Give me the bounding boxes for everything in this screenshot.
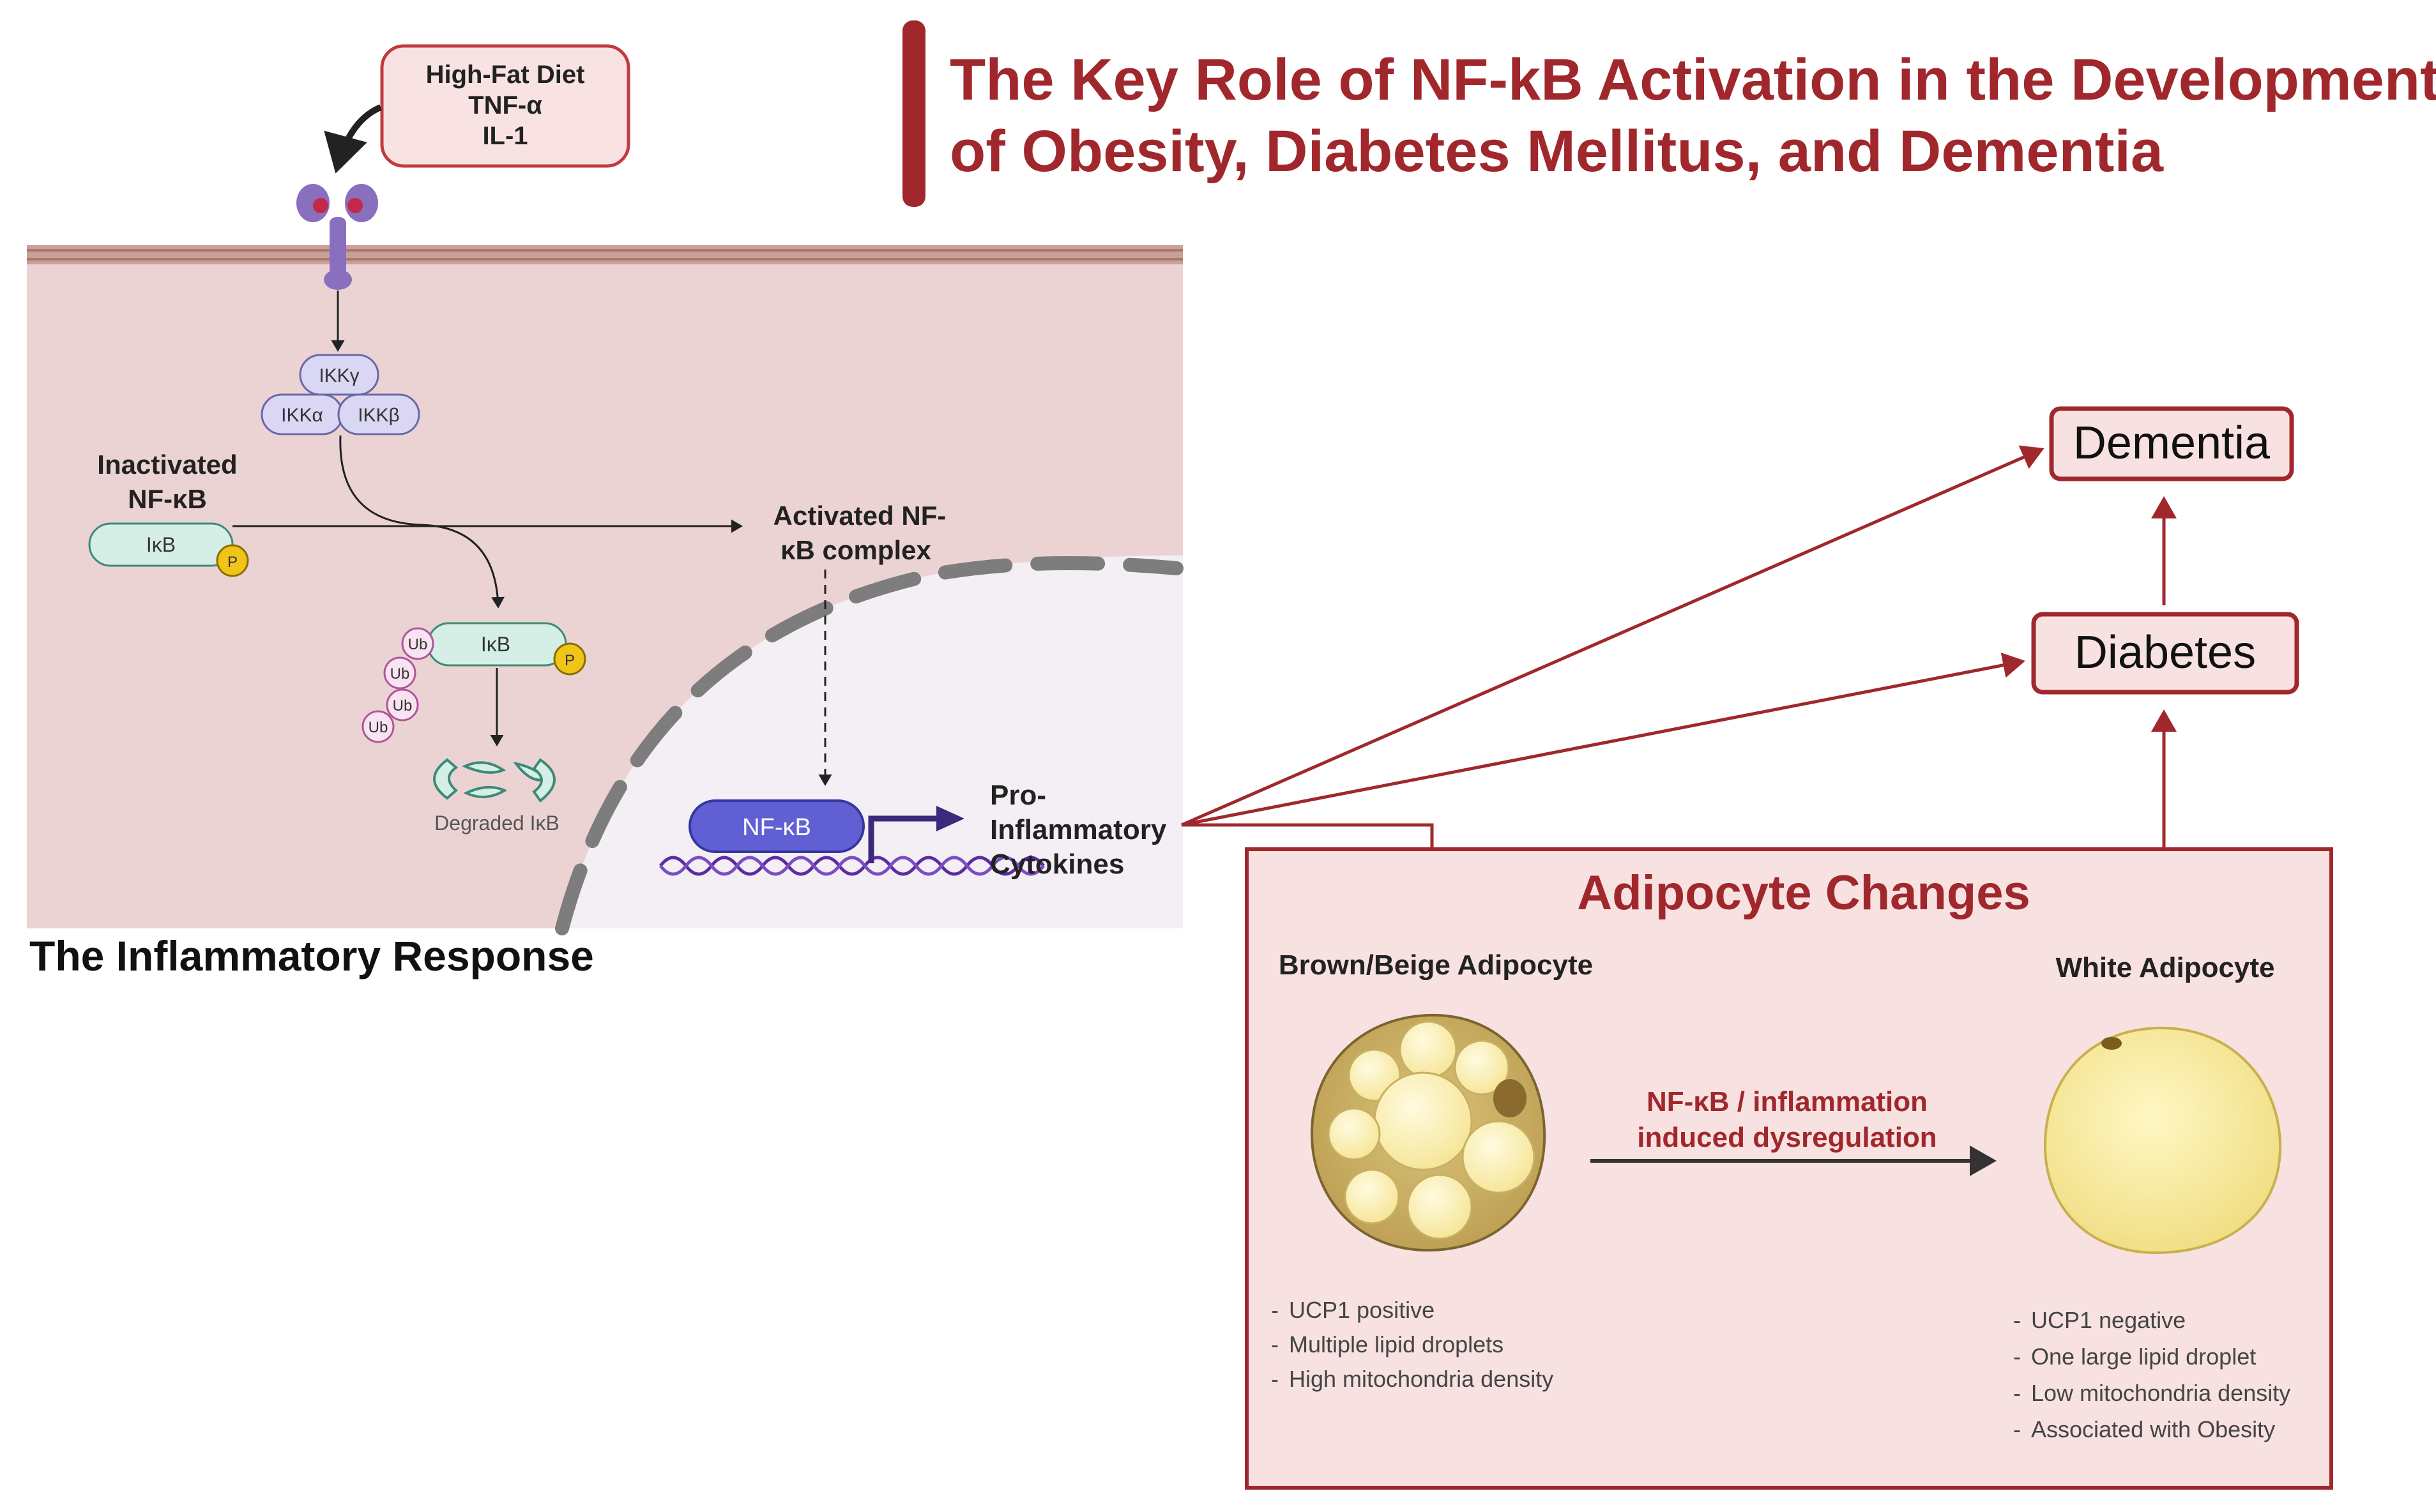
trait-item: UCP1 negative (2031, 1307, 2186, 1333)
brown-adipocyte-icon (1310, 1013, 1546, 1252)
diabetes-box (2031, 612, 2299, 695)
ikk-gamma (299, 354, 379, 396)
trait-item: UCP1 positive (1289, 1297, 1435, 1323)
activated-line1: Activated NF- (773, 501, 947, 531)
title-bar (902, 20, 925, 207)
trait-item: One large lipid droplet (2031, 1343, 2256, 1370)
title-line1: The Key Role of NF-kB Activation in the … (950, 47, 2436, 112)
transcription-arrow (868, 815, 938, 863)
ikk-beta (337, 393, 420, 435)
arrow-label-line1: NF-κB / inflammation (1647, 1086, 1928, 1117)
ub-label: Ub (369, 719, 388, 736)
ub-label: Ub (390, 665, 410, 683)
white-title: White Adipocyte (2055, 952, 2274, 983)
phosphate-label: P (565, 652, 575, 669)
stimulus-box (380, 44, 630, 168)
bullet-dash: - (2013, 1416, 2021, 1442)
cytokines-line2: Inflammatory (990, 814, 1167, 845)
bullet-dash: - (2013, 1343, 2021, 1370)
cytokines-line3: Cytokines (990, 849, 1124, 880)
ubiquitin-chain: Ub Ub Ub Ub (362, 627, 434, 743)
dna-icon (659, 856, 1045, 876)
dementia-box (2049, 406, 2294, 481)
bullet-dash: - (1271, 1366, 1279, 1392)
dementia-label: Dementia (2073, 418, 2271, 469)
cytokines-line1: Pro- (990, 780, 1046, 811)
ub-ikb-label: IκB (481, 633, 510, 656)
degraded-label: Degraded IκB (434, 812, 560, 835)
trait-item: High mitochondria density (1289, 1366, 1553, 1392)
phosphate-icon (553, 642, 586, 676)
stimulus-arrow (324, 104, 383, 174)
ikk-phosphorylation-arrow (339, 435, 505, 609)
cytokines-to-diabetes-arrow (1181, 653, 2025, 827)
trait-item: Associated with Obesity (2031, 1416, 2275, 1442)
arrow-label-line2: induced dysregulation (1637, 1122, 1937, 1153)
title-line2: of Obesity, Diabetes Mellitus, and Demen… (950, 119, 2164, 184)
cell-membrane (27, 245, 1183, 264)
bullet-dash: - (1271, 1297, 1279, 1323)
nfkb-transcription-factor (689, 799, 865, 853)
nfkb-label: NF-κB (742, 814, 811, 841)
trait-item: Low mitochondria density (2031, 1380, 2290, 1406)
ikk-beta-label: IKKβ (358, 405, 400, 426)
receptor-icon (296, 184, 378, 290)
white-traits-list: -UCP1 negative-One large lipid droplet-L… (2013, 1307, 2290, 1442)
activated-line2: κB complex (780, 535, 931, 565)
diabetes-label: Diabetes (2074, 627, 2256, 678)
phosphate-icon (216, 544, 249, 577)
inactivated-line1: Inactivated (97, 450, 237, 480)
stimulus-line3: IL-1 (482, 122, 528, 150)
cytokines-to-dementia-arrow (1180, 445, 2044, 827)
bullet-dash: - (2013, 1380, 2021, 1406)
inactivated-line2: NF-κB (128, 484, 207, 514)
ub-label: Ub (408, 636, 428, 653)
section-label: The Inflammatory Response (29, 932, 594, 979)
nuclear-envelope (555, 556, 1184, 935)
ub-label: Ub (393, 697, 413, 714)
stimulus-line2: TNF-α (468, 91, 542, 119)
bullet-dash: - (2013, 1307, 2021, 1333)
trait-item: Multiple lipid droplets (1289, 1331, 1503, 1357)
brown-traits-list: -UCP1 positive-Multiple lipid droplets-H… (1271, 1297, 1553, 1392)
ikk-gamma-label: IKKγ (319, 365, 359, 386)
degraded-ikb-icon (433, 758, 556, 803)
adipocyte-title: Adipocyte Changes (1577, 866, 2030, 920)
bullet-dash: - (1271, 1331, 1279, 1357)
white-adipocyte-icon (2043, 1026, 2282, 1255)
ikk-alpha-label: IKKα (281, 405, 323, 426)
inactive-ikb-label: IκB (146, 533, 176, 556)
stimulus-line1: High-Fat Diet (426, 61, 585, 89)
brown-title: Brown/Beige Adipocyte (1279, 949, 1593, 981)
phosphate-label: P (227, 554, 238, 571)
